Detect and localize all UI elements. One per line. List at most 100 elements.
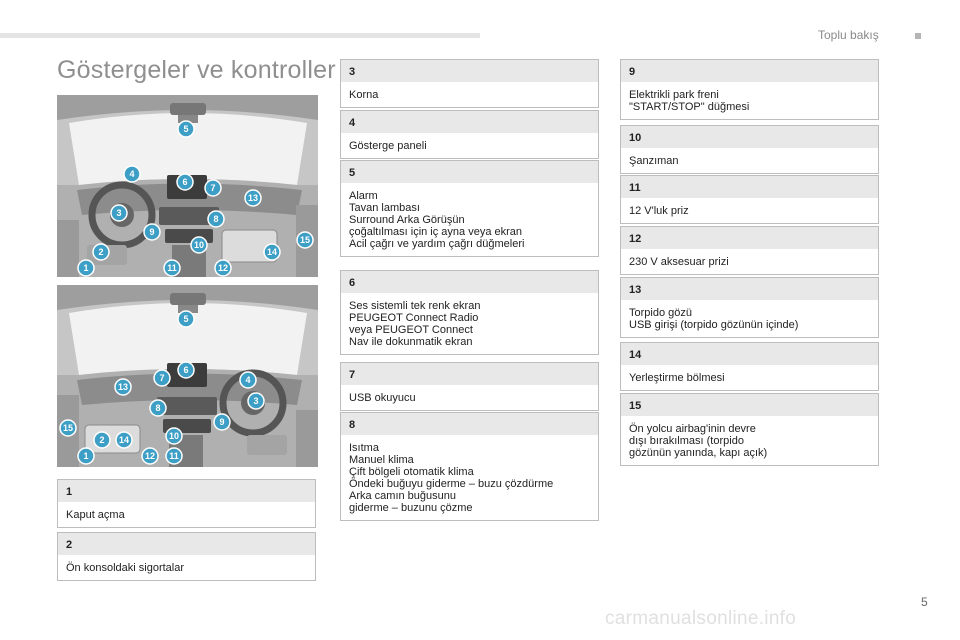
callout-badge-1: 1 — [77, 259, 95, 277]
callout-badge-label: 13 — [118, 382, 128, 392]
item-description: Elektrikli park freni "START/STOP" düğme… — [621, 82, 878, 119]
item-line: Gösterge paneli — [349, 140, 427, 152]
item-line: Alarm — [349, 190, 378, 202]
item-box-3: 3 Korna — [340, 59, 599, 108]
item-box-5: 5 Alarm Tavan lambası Surround Arka Görü… — [340, 160, 599, 257]
item-line: USB girişi (torpido gözünün içinde) — [629, 319, 799, 331]
callout-badge-8: 8 — [149, 399, 167, 417]
item-line: Öndeki buğuyu giderme – buzu çözdürme — [349, 478, 554, 490]
item-line: Surround Arka Görüşün — [349, 214, 465, 226]
item-line: çoğaltılması için iç ayna veya ekran — [349, 226, 523, 238]
callout-badge-label: 15 — [63, 423, 73, 433]
callout-badge-14: 14 — [115, 431, 133, 449]
item-box-6: 6 Ses sistemli tek renk ekran PEUGEOT Co… — [340, 270, 599, 355]
item-number: 8 — [341, 413, 598, 435]
item-line: gözünün yanında, kapı açık) — [629, 447, 768, 459]
item-description: 12 V'luk priz — [621, 198, 878, 223]
callout-badge-9: 9 — [213, 413, 231, 431]
item-description: Isıtma Manuel klima Çift bölgeli otomati… — [341, 435, 598, 520]
callout-badge-14: 14 — [263, 243, 281, 261]
item-number: 4 — [341, 111, 598, 133]
section-marker — [915, 33, 921, 39]
item-line: Acil çağrı ve yardım çağrı düğmeleri — [349, 238, 525, 250]
item-line: "START/STOP" düğmesi — [629, 101, 750, 113]
item-line: veya PEUGEOT Connect — [349, 324, 473, 336]
callout-badge-10: 10 — [190, 236, 208, 254]
item-number: 14 — [621, 343, 878, 365]
header-rule — [0, 33, 480, 38]
callout-badge-13: 13 — [244, 189, 262, 207]
item-line: Tavan lambası — [349, 202, 420, 214]
callout-badge-13: 13 — [114, 378, 132, 396]
item-number: 3 — [341, 60, 598, 82]
callout-badge-label: 3 — [253, 396, 258, 406]
item-description: Ses sistemli tek renk ekran PEUGEOT Conn… — [341, 293, 598, 354]
callout-badge-6: 6 — [177, 361, 195, 379]
callout-badge-15: 15 — [296, 231, 314, 249]
item-number: 6 — [341, 271, 598, 293]
item-box-11: 11 12 V'luk priz — [620, 175, 879, 224]
callout-badge-12: 12 — [214, 259, 232, 277]
item-description: Şanzıman — [621, 148, 878, 173]
item-box-8: 8 Isıtma Manuel klima Çift bölgeli otoma… — [340, 412, 599, 521]
watermark: carmanualsonline.info — [605, 608, 797, 629]
callout-badge-label: 2 — [98, 247, 103, 257]
item-box-2: 2 Ön konsoldaki sigortalar — [57, 532, 316, 581]
callout-badge-6: 6 — [176, 173, 194, 191]
callout-badge-label: 11 — [167, 263, 177, 273]
callout-badge-11: 11 — [163, 259, 181, 277]
item-box-10: 10 Şanzıman — [620, 125, 879, 174]
item-number: 2 — [58, 533, 315, 555]
item-line: giderme – buzunu çözme — [349, 502, 473, 514]
item-description: Ön yolcu airbag'inin devre dışı bırakılm… — [621, 416, 878, 465]
callout-badge-2: 2 — [92, 243, 110, 261]
callout-badge-label: 5 — [183, 314, 188, 324]
item-line: USB okuyucu — [349, 392, 416, 404]
item-line: Ön yolcu airbag'inin devre — [629, 423, 756, 435]
item-line: Torpido gözü — [629, 307, 692, 319]
callout-badge-label: 7 — [210, 183, 215, 193]
callout-badge-label: 12 — [218, 263, 228, 273]
item-line: Isıtma — [349, 442, 379, 454]
callout-badge-5: 5 — [177, 310, 195, 328]
page-title: Göstergeler ve kontroller — [57, 56, 336, 84]
callout-badge-9: 9 — [143, 223, 161, 241]
callout-badge-4: 4 — [123, 165, 141, 183]
page-number: 5 — [921, 595, 928, 609]
item-number: 5 — [341, 161, 598, 183]
item-number: 15 — [621, 394, 878, 416]
callout-badge-label: 7 — [159, 373, 164, 383]
callout-badge-label: 10 — [194, 240, 204, 250]
callout-badge-12: 12 — [141, 447, 159, 465]
callout-badge-label: 6 — [182, 177, 187, 187]
item-description: Ön konsoldaki sigortalar — [58, 555, 315, 580]
callout-badge-label: 11 — [169, 451, 179, 461]
callout-badge-label: 8 — [155, 403, 160, 413]
callout-badge-label: 5 — [183, 124, 188, 134]
item-line: dışı bırakılması (torpido — [629, 435, 744, 447]
callout-badge-3: 3 — [247, 392, 265, 410]
callout-badge-7: 7 — [153, 369, 171, 387]
item-line: Arka camın buğusunu — [349, 490, 457, 502]
item-box-13: 13 Torpido gözü USB girişi (torpido gözü… — [620, 277, 879, 338]
item-line: Manuel klima — [349, 454, 414, 466]
item-box-15: 15 Ön yolcu airbag'inin devre dışı bırak… — [620, 393, 879, 466]
item-description: 230 V aksesuar prizi — [621, 249, 878, 274]
item-number: 10 — [621, 126, 878, 148]
item-box-1: 1 Kaput açma — [57, 479, 316, 528]
item-description: Alarm Tavan lambası Surround Arka Görüşü… — [341, 183, 598, 256]
callout-badge-label: 6 — [183, 365, 188, 375]
callout-badge-11: 11 — [165, 447, 183, 465]
callout-badge-label: 15 — [300, 235, 310, 245]
item-box-9: 9 Elektrikli park freni "START/STOP" düğ… — [620, 59, 879, 120]
callout-badge-label: 3 — [116, 208, 121, 218]
item-description: Gösterge paneli — [341, 133, 598, 158]
callout-badge-label: 13 — [248, 193, 258, 203]
callout-badge-label: 4 — [245, 375, 250, 385]
section-title: Toplu bakış — [818, 28, 879, 42]
item-line: 12 V'luk priz — [629, 205, 689, 217]
item-description: Torpido gözü USB girişi (torpido gözünün… — [621, 300, 878, 337]
callout-badge-label: 14 — [119, 435, 129, 445]
callout-badge-1: 1 — [77, 447, 95, 465]
